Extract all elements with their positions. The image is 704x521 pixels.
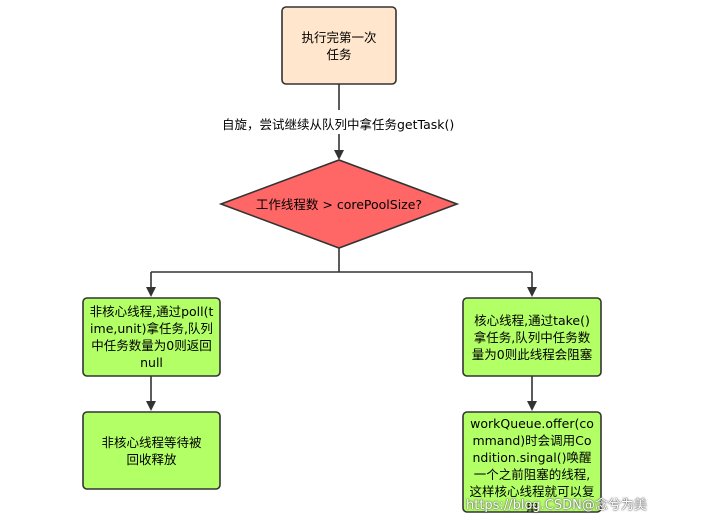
start-node-label: 执行完第一次任务	[301, 29, 377, 62]
left-box-2-shape	[82, 411, 221, 490]
watermark: https://blog.CSDN@念兮为美	[466, 498, 647, 513]
start-box-shape	[281, 6, 397, 85]
decision-node-label: 工作线程数 > corePoolSize?	[255, 196, 423, 212]
right-node-1-label: 核心线程,通过take()拿任务,队列中任务数量为0则此线程会阻塞	[471, 312, 593, 362]
connector-decision-split	[146, 248, 537, 297]
left-node-2-label: 非核心线程等待被回收释放	[101, 434, 202, 467]
right-node-2-label: workQueue.offer(command)时会调用Condition.si…	[469, 416, 595, 512]
right-box-2-shape	[462, 411, 602, 513]
right-box-1-shape	[462, 297, 602, 377]
left-box-1-shape	[82, 297, 221, 377]
decision-diamond-shape	[218, 159, 460, 249]
edge-label: 自旋，尝试继续从队列中拿任务getTask()	[220, 114, 457, 133]
left-node-1-label: 非核心线程,通过poll(time,unit)拿任务,队列中任务数量为0则返回n…	[89, 304, 214, 370]
